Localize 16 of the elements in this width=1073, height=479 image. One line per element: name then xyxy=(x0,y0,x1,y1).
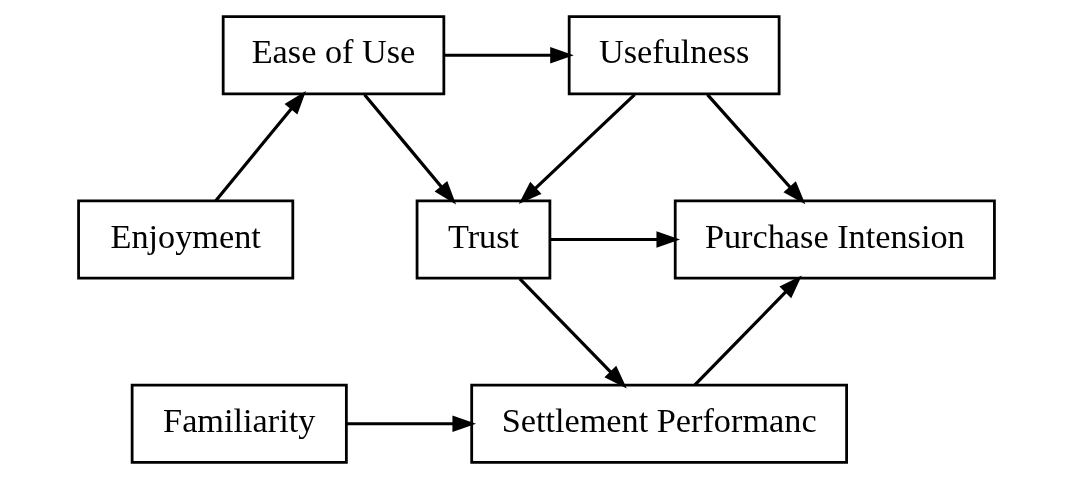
node-box: Ease of Use xyxy=(221,15,446,96)
arrow xyxy=(443,47,574,64)
node-box: Usefulness xyxy=(567,15,781,96)
arrow xyxy=(550,231,681,248)
arrow xyxy=(363,93,457,205)
arrow xyxy=(518,93,636,205)
node-box: Trust xyxy=(415,199,552,280)
arrow xyxy=(518,277,627,389)
node-box: Purchase Intension xyxy=(673,199,996,280)
node-box: Enjoyment xyxy=(77,199,295,280)
node-box: Settlement Performanc xyxy=(470,383,848,464)
arrow xyxy=(706,93,806,205)
arrow xyxy=(346,415,477,432)
arrow xyxy=(214,90,306,202)
arrow xyxy=(693,275,802,387)
node-box: Familiarity xyxy=(130,383,348,464)
